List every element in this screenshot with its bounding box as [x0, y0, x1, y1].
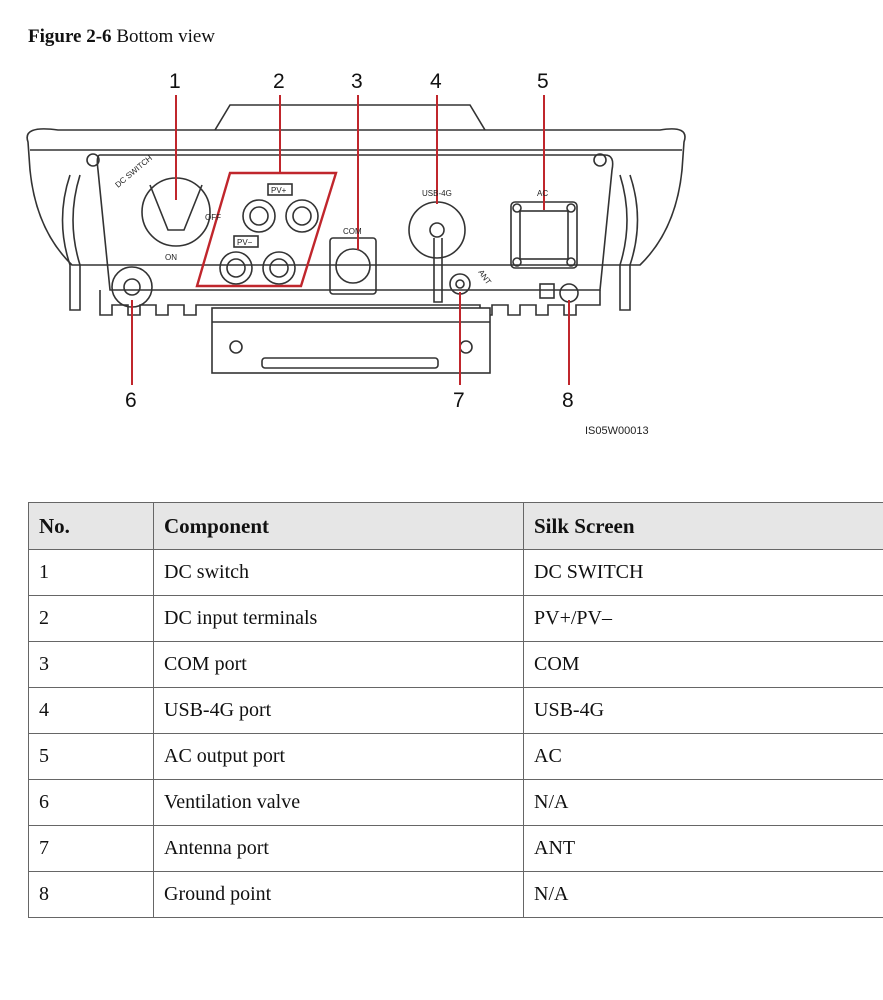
cell-silk: USB-4G [523, 687, 883, 734]
cell-silk: AC [523, 733, 883, 780]
cell-no: 6 [28, 779, 154, 826]
callout-7: 7 [453, 389, 465, 412]
cell-component: DC input terminals [153, 595, 524, 642]
header-no: No. [28, 502, 154, 550]
cell-no: 8 [28, 871, 154, 918]
cell-component: AC output port [153, 733, 524, 780]
cell-component: COM port [153, 641, 524, 688]
cell-component: Ventilation valve [153, 779, 524, 826]
cell-component: USB-4G port [153, 687, 524, 734]
callout-1: 1 [169, 70, 181, 93]
silk-ac: AC [537, 189, 548, 198]
silk-off: OFF [205, 213, 221, 222]
silk-pv-plus: PV+ [271, 186, 287, 195]
right-handle [619, 174, 639, 311]
top-ridge [214, 104, 486, 131]
bottom-fins [99, 290, 601, 316]
cell-silk: PV+/PV– [523, 595, 883, 642]
ground-symbol [539, 283, 555, 299]
silk-ant: ANT [476, 268, 493, 286]
cell-component: Antenna port [153, 825, 524, 872]
ground-point [559, 283, 579, 303]
cell-no: 3 [28, 641, 154, 688]
callout-4: 4 [430, 70, 442, 93]
callout-8: 8 [562, 389, 574, 412]
cell-no: 4 [28, 687, 154, 734]
callout-5: 5 [537, 70, 549, 93]
header-component: Component [153, 502, 524, 550]
silk-usb-4g: USB-4G [422, 189, 452, 198]
cell-silk: COM [523, 641, 883, 688]
cell-silk: ANT [523, 825, 883, 872]
figure-caption: Figure 2-6 Bottom view [28, 26, 215, 48]
figure-number: Figure 2-6 [28, 26, 112, 47]
com-port [329, 237, 377, 295]
cell-no: 1 [28, 549, 154, 596]
bottom-view-diagram: 1 2 3 4 5 6 7 8 DC SWITCH OFF ON PV+ PV−… [26, 70, 686, 437]
silk-on: ON [165, 253, 177, 262]
header-silk-screen: Silk Screen [523, 502, 883, 550]
left-handle [61, 174, 81, 311]
callout-2: 2 [273, 70, 285, 93]
antenna-port [449, 273, 471, 295]
dc-terminals-highlight [195, 171, 338, 288]
cell-no: 2 [28, 595, 154, 642]
silk-pv-minus: PV− [237, 238, 253, 247]
cell-silk: DC SWITCH [523, 549, 883, 596]
mounting-bracket [211, 307, 491, 374]
callout-6: 6 [125, 389, 137, 412]
cell-no: 7 [28, 825, 154, 872]
table-header-row: No. Component Silk Screen [28, 502, 883, 550]
cell-component: DC switch [153, 549, 524, 596]
silk-com: COM [343, 227, 362, 236]
cell-silk: N/A [523, 779, 883, 826]
cell-silk: N/A [523, 871, 883, 918]
cell-component: Ground point [153, 871, 524, 918]
callout-3: 3 [351, 70, 363, 93]
image-id: IS05W00013 [585, 425, 649, 437]
figure-title: Bottom view [116, 26, 216, 47]
cell-no: 5 [28, 733, 154, 780]
